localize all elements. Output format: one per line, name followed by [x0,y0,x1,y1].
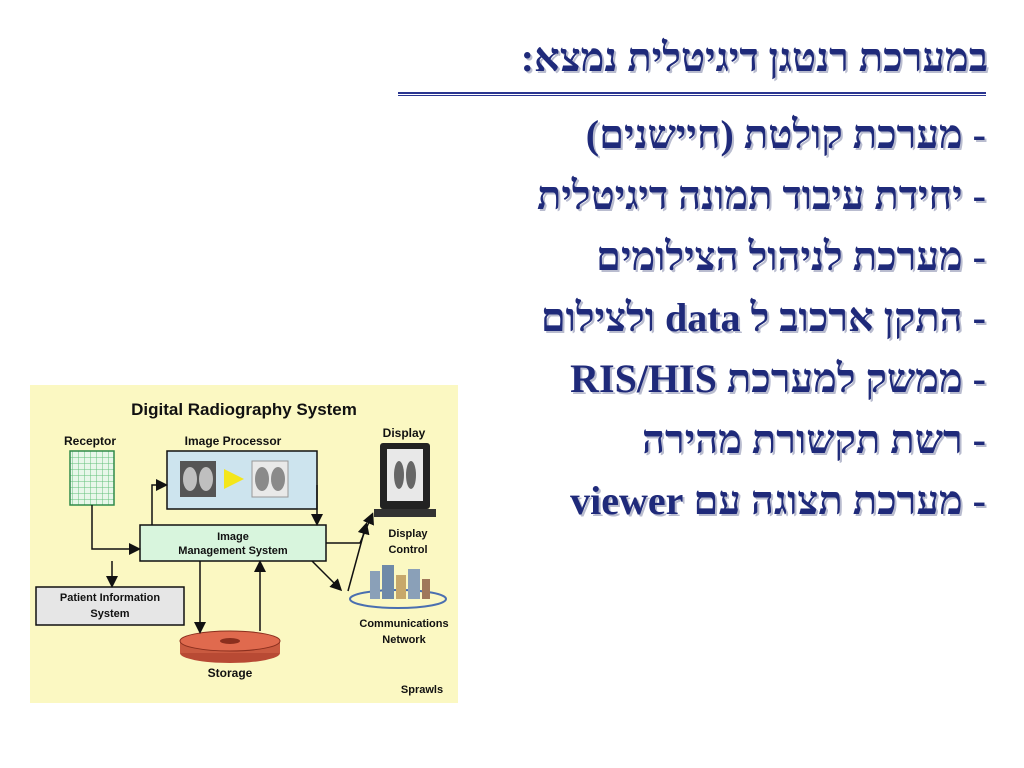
display-control-label-1: Display [388,528,428,540]
diagram-connectors [91,479,374,634]
bullet-viewer: - מערכת תצוגה עם viewer [570,478,986,523]
ims-label-2: Management System [178,545,288,557]
network-buildings-icon [349,565,447,609]
process-arrow-icon [224,469,244,489]
connector-receptor-ims [91,505,141,555]
bullet-receptor: - מערכת קולטת (חיישנים) [585,112,986,157]
display-control-label-2: Control [388,544,427,556]
xray-processed-icon [251,460,289,498]
connector-ims-processor [151,479,168,525]
diagram-title: Digital Radiography System [131,400,357,419]
pis-label-2: System [90,608,129,620]
comm-network-label-2: Network [382,634,426,646]
display-label: Display [383,426,426,440]
ims-label-1: Image [217,531,249,543]
monitor-icon [374,443,436,517]
bullet-archive: - התקן ארכוב ל data ולצילום [540,295,986,340]
diagram-svg: Digital Radiography System Receptor Imag… [35,400,449,696]
storage-disk-icon [179,630,281,663]
title-underline [398,92,986,96]
connector-ims-network [311,560,343,592]
bullet-list: - מערכת קולטת (חיישנים) - יחידת עיבוד תמ… [366,104,986,531]
bullet-image-management: - מערכת לניהול הצילומים [596,234,986,279]
bullet-image-processing: - יחידת עיבוד תמונה דיגיטלית [536,173,986,218]
receptor-grid [69,450,115,506]
bullet-ris-his: - ממשק למערכת RIS/HIS [570,356,986,401]
xray-original-icon [180,461,216,497]
bullet-network: - רשת תקשורת מהירה [642,417,986,462]
receptor-label: Receptor [64,434,116,448]
slide-title: במערכת רנטגן דיגיטלית נמצא: [520,35,988,80]
connector-network-display [347,522,370,592]
pis-label-1: Patient Information [60,592,161,604]
diagram-figure: Digital Radiography System Receptor Imag… [30,385,458,703]
comm-network-label-1: Communications [359,618,448,630]
storage-label: Storage [208,666,253,680]
image-processor-label: Image Processor [185,434,282,448]
patient-info-box [35,586,185,626]
credit-label: Sprawls [401,684,443,696]
